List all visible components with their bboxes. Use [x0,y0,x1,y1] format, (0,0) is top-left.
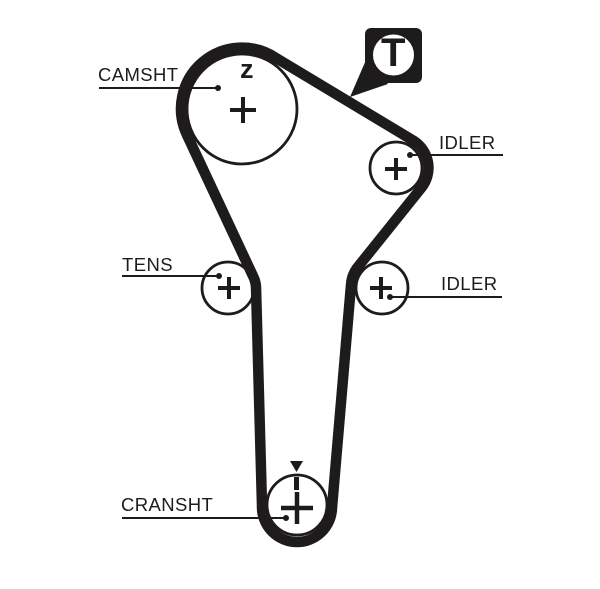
idler-top-pulley-circle [368,140,424,196]
idler-top-center-cross-icon [385,158,407,180]
camshaft-leader-dot [215,85,221,91]
camshaft-timing-mark: z [240,54,254,84]
alignment-tick [294,477,299,490]
crankshaft-pulley-circle [265,473,329,537]
label-idler-top: IDLER [439,132,496,153]
camshaft-center-cross-icon [230,97,256,123]
crankshaft-center-cross-icon [281,492,313,524]
idler-bottom-pulley-circle [354,260,410,316]
tensioner-pulley-circle [200,260,256,316]
brand-letter: T [381,31,406,75]
tensioner-leader-dot [216,273,222,279]
arrow-down-icon [290,461,303,472]
label-camshaft: CAMSHT [98,64,179,85]
label-crankshaft: CRANSHT [121,494,214,515]
idler-bottom-leader-dot [387,294,393,300]
label-idler-bottom: IDLER [441,273,498,294]
crankshaft-leader-dot [283,515,289,521]
tensioner-center-cross-icon [218,277,240,299]
label-tensioner: TENS [122,254,173,275]
timing-belt [175,42,434,548]
crankshaft-alignment-marker [290,461,303,490]
idler-top-leader-dot [407,152,413,158]
brand-badge-circle [373,34,414,76]
camshaft-pulley-circle [185,52,299,166]
brand-badge [350,28,422,97]
idler-bottom-center-cross-icon [370,277,392,299]
